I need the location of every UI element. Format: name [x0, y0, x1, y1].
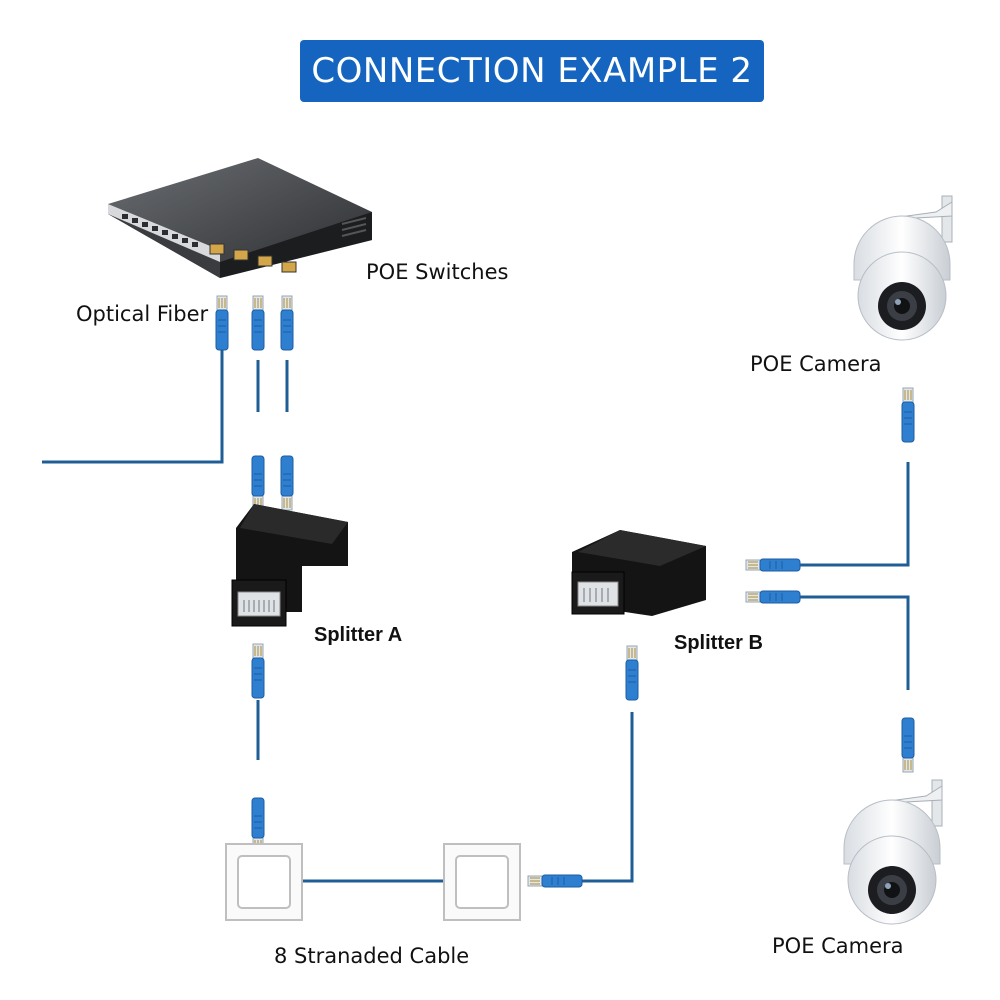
- switch-plugs: [215, 295, 294, 511]
- label-cable: 8 Stranaded Cable: [274, 944, 470, 968]
- diagram-title: CONNECTION EXAMPLE 2: [300, 40, 764, 102]
- label-optical-fiber: Optical Fiber: [76, 302, 209, 326]
- label-splitter-b: Splitter B: [674, 632, 763, 654]
- wall-plates: [225, 843, 521, 921]
- poe-switch: [108, 158, 372, 278]
- cable-lines: [42, 350, 910, 883]
- plate-plug: [527, 645, 639, 888]
- label-poe-camera-top: POE Camera: [750, 352, 882, 376]
- splitter-a-shape: [231, 504, 348, 627]
- poe-camera-bottom-shape: [843, 779, 943, 925]
- poe-camera-top-shape: [853, 195, 953, 341]
- label-splitter-a: Splitter A: [314, 624, 403, 646]
- camera-plugs: [901, 387, 915, 773]
- label-poe-camera-bottom: POE Camera: [772, 934, 904, 958]
- label-poe-switches: POE Switches: [366, 260, 509, 284]
- splitter-b-shape: [571, 530, 706, 616]
- splitter-b-plugs: [745, 558, 801, 604]
